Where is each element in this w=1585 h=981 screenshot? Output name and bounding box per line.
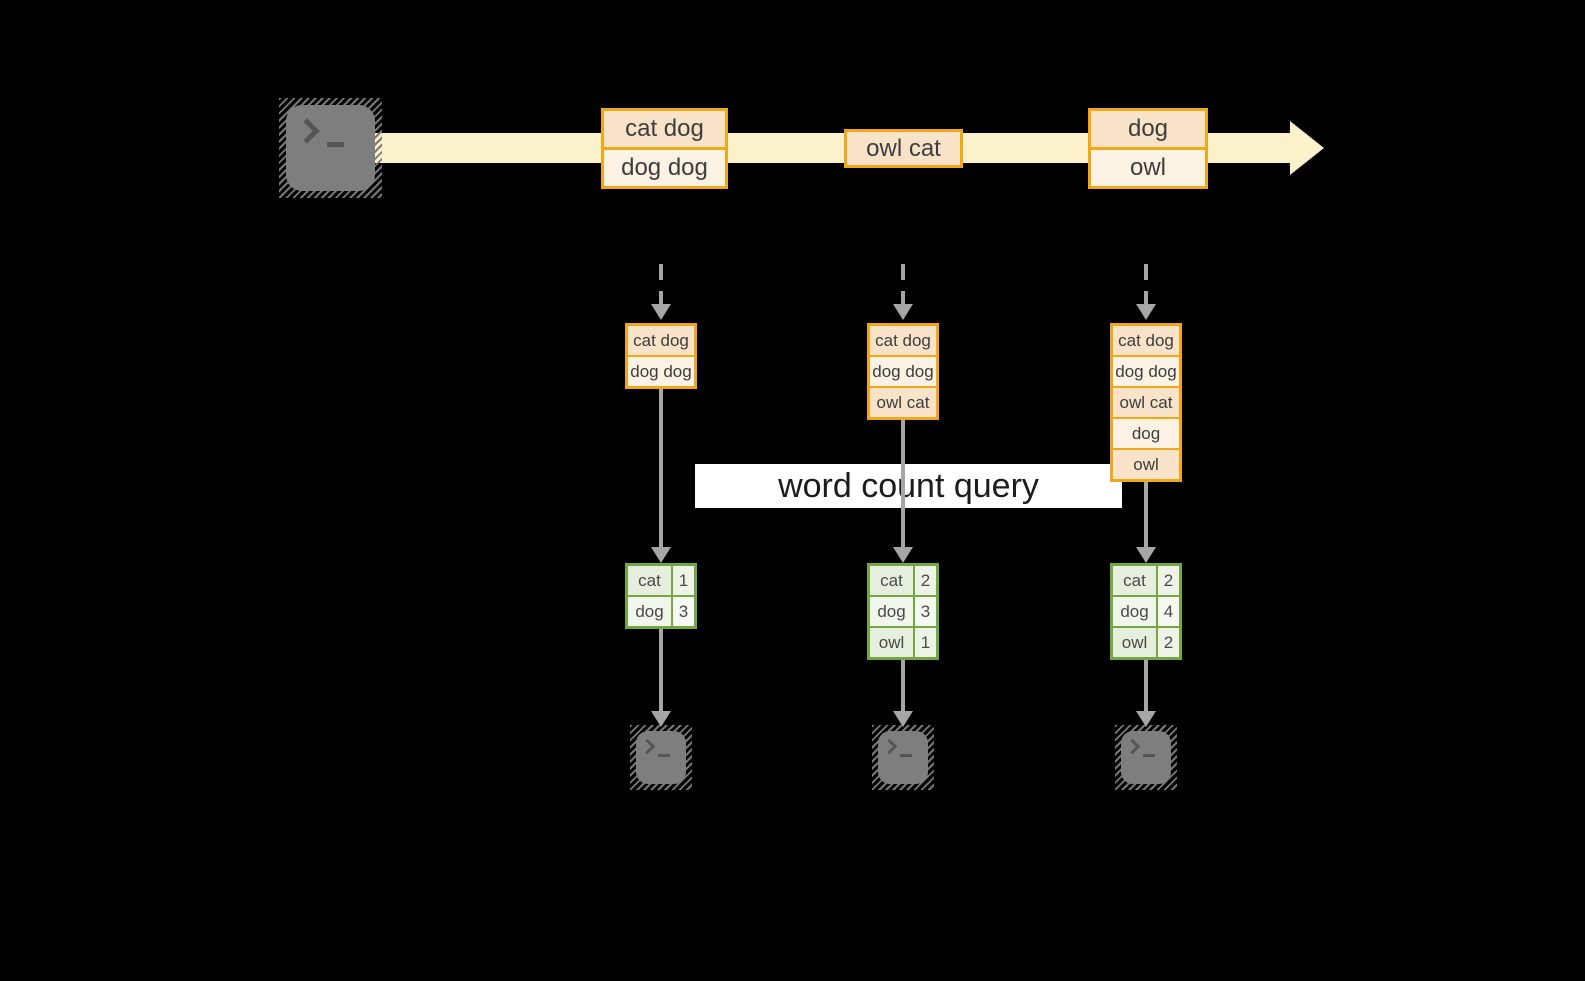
count-cell: 2	[1158, 628, 1179, 657]
terminal-screen	[878, 731, 928, 784]
batch-box-3: dog owl	[1088, 108, 1208, 189]
result-table-2: cat 2 dog 3 owl 1	[867, 563, 939, 660]
record-line: cat dog	[604, 111, 725, 147]
result-table-3: cat 2 dog 4 owl 2	[1110, 563, 1182, 660]
arrowhead-icon	[893, 547, 913, 563]
word-cell: owl	[1113, 628, 1156, 657]
arrowhead-icon	[1136, 711, 1156, 727]
arrowhead-icon	[651, 304, 671, 320]
count-cell: 2	[1158, 566, 1179, 595]
terminal-icon	[630, 725, 692, 790]
connector-arrow	[659, 389, 663, 547]
record-line: owl cat	[847, 132, 960, 165]
terminal-icon	[279, 98, 382, 198]
count-cell: 4	[1158, 597, 1179, 626]
arrowhead-icon	[893, 304, 913, 320]
arrowhead-icon	[1136, 547, 1156, 563]
state-row: cat dog	[628, 326, 694, 355]
dashed-arrow	[1144, 264, 1148, 304]
connector-arrow	[1144, 660, 1148, 711]
state-row: owl cat	[870, 386, 936, 417]
arrowhead-icon	[893, 711, 913, 727]
state-row: dog dog	[1113, 355, 1179, 386]
stream-arrowhead-icon	[1290, 121, 1324, 175]
arrowhead-icon	[1136, 304, 1156, 320]
record-line: dog	[1091, 111, 1205, 147]
state-stack-3: cat dog dog dog owl cat dog owl	[1110, 323, 1182, 482]
connector-arrow	[659, 629, 663, 711]
record-line: owl	[1091, 147, 1205, 186]
prompt-underscore-icon	[1143, 754, 1155, 757]
state-row: dog dog	[870, 355, 936, 386]
word-cell: dog	[1113, 597, 1156, 626]
count-cell: 2	[915, 566, 936, 595]
terminal-screen	[636, 731, 686, 784]
count-cell: 3	[915, 597, 936, 626]
state-row: dog	[1113, 417, 1179, 448]
state-row: owl	[1113, 448, 1179, 479]
state-stack-1: cat dog dog dog	[625, 323, 697, 389]
state-row: cat dog	[1113, 326, 1179, 355]
record-line: dog dog	[604, 147, 725, 186]
connector-arrow	[901, 420, 905, 547]
word-cell: dog	[628, 597, 671, 626]
dashed-arrow	[659, 264, 663, 304]
batch-box-2: owl cat	[844, 129, 963, 168]
arrowhead-icon	[651, 711, 671, 727]
query-banner-label: word count query	[778, 466, 1039, 505]
state-row: owl cat	[1113, 386, 1179, 417]
word-cell: cat	[870, 566, 913, 595]
connector-arrow	[1144, 482, 1148, 547]
word-cell: dog	[870, 597, 913, 626]
state-row: dog dog	[628, 355, 694, 386]
prompt-underscore-icon	[900, 754, 912, 757]
count-cell: 3	[673, 597, 694, 626]
connector-arrow	[901, 660, 905, 711]
state-stack-2: cat dog dog dog owl cat	[867, 323, 939, 420]
word-cell: owl	[870, 628, 913, 657]
state-row: cat dog	[870, 326, 936, 355]
query-banner: word count query	[695, 464, 1122, 508]
terminal-screen	[286, 105, 375, 191]
arrowhead-icon	[651, 547, 671, 563]
result-table-1: cat 1 dog 3	[625, 563, 697, 629]
word-cell: cat	[628, 566, 671, 595]
count-cell: 1	[915, 628, 936, 657]
count-cell: 1	[673, 566, 694, 595]
word-cell: cat	[1113, 566, 1156, 595]
batch-box-1: cat dog dog dog	[601, 108, 728, 189]
terminal-icon	[1115, 725, 1177, 790]
prompt-underscore-icon	[658, 754, 670, 757]
terminal-screen	[1121, 731, 1171, 784]
prompt-underscore-icon	[327, 142, 344, 147]
terminal-icon	[872, 725, 934, 790]
dashed-arrow	[901, 264, 905, 304]
